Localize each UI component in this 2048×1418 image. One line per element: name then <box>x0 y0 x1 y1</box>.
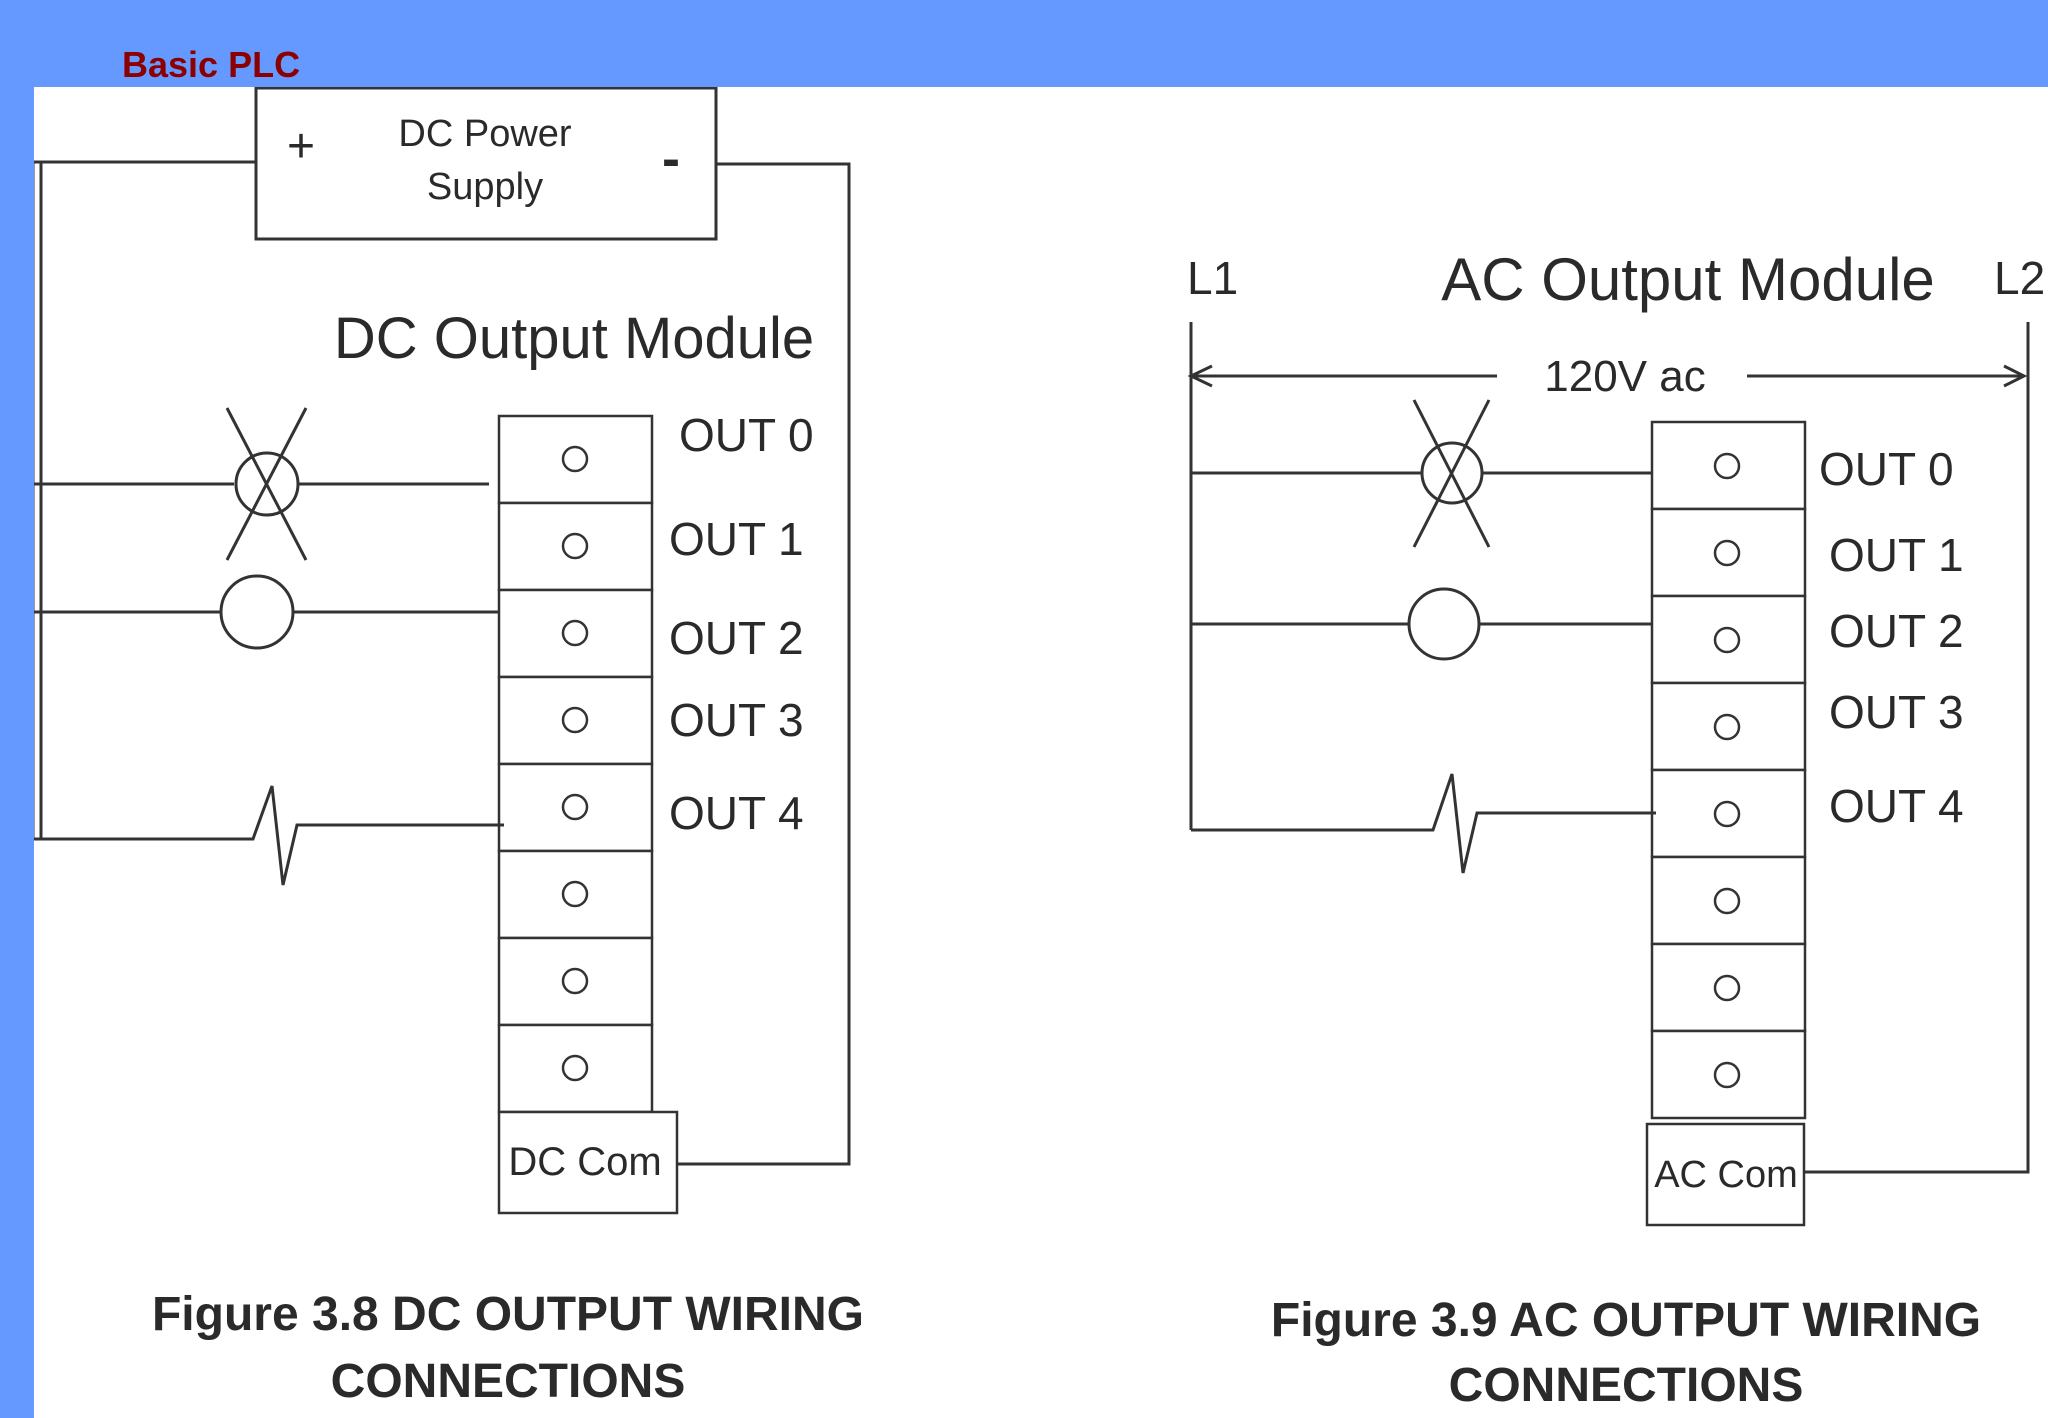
ac-output-label-0: OUT 0 <box>1819 443 1954 495</box>
lamp-icon <box>1191 399 1652 548</box>
dc-common-label: DC Com <box>508 1140 661 1184</box>
ac-common-terminal <box>1645 1122 1806 1227</box>
ac-output-label-4: OUT 4 <box>1829 780 1964 832</box>
coil-icon <box>1191 587 1652 661</box>
terminal-screw-icon <box>561 619 589 647</box>
l2-rail-to-common <box>1801 322 2030 1174</box>
wiring-diagram: + DC Power Supply - DC Output Module <box>34 87 2045 1412</box>
ac-figure-caption-line1: Figure 3.9 AC OUTPUT WIRING <box>1271 1294 1981 1347</box>
power-supply-label-line1: DC Power <box>398 113 571 155</box>
l2-label: L2 <box>1994 252 2045 304</box>
power-minus-sign: - <box>662 129 680 189</box>
ac-output-label-3: OUT 3 <box>1829 686 1964 738</box>
ac-output-label-1: OUT 1 <box>1829 529 1964 581</box>
terminal-screw-icon <box>1713 1061 1741 1089</box>
slide-title: Basic PLC <box>122 44 301 85</box>
dc-figure-caption-line2: CONNECTIONS <box>331 1355 686 1408</box>
dc-output-label-4: OUT 4 <box>669 787 804 839</box>
heater-load-icon <box>1191 773 1656 874</box>
dc-module-title: DC Output Module <box>334 306 814 371</box>
dc-common-terminal <box>497 1110 679 1215</box>
lamp-icon <box>34 407 489 561</box>
terminal-screw-icon <box>1713 539 1741 567</box>
ac-figure-caption-line2: CONNECTIONS <box>1449 1359 1804 1412</box>
terminal-screw-icon <box>561 1054 589 1082</box>
terminal-screw-icon <box>561 967 589 995</box>
voltage-label: 120V ac <box>1544 352 1705 401</box>
dc-terminal-strip: DC Com <box>497 414 679 1215</box>
terminal-screw-icon <box>561 793 589 821</box>
terminal-screw-icon <box>1713 887 1741 915</box>
terminal-screw-icon <box>561 532 589 560</box>
heater-load-icon <box>34 785 504 886</box>
dc-output-label-0: OUT 0 <box>679 409 814 461</box>
terminal-screw-icon <box>561 880 589 908</box>
ac-output-wiring-figure: L1 L2 AC Output Module 120V ac <box>1187 246 2045 1412</box>
l1-label: L1 <box>1187 252 1238 304</box>
dc-output-wiring-figure: + DC Power Supply - DC Output Module <box>34 87 864 1408</box>
power-plus-sign: + <box>287 120 315 173</box>
dc-output-label-1: OUT 1 <box>669 513 804 565</box>
diagram-canvas: + DC Power Supply - DC Output Module <box>34 87 2048 1418</box>
ac-terminal-strip: AC Com <box>1645 420 1807 1227</box>
terminal-screw-icon <box>1713 974 1741 1002</box>
negative-supply-wire <box>674 162 851 1166</box>
dc-output-label-2: OUT 2 <box>669 612 804 664</box>
header-bar <box>0 0 2048 87</box>
terminal-screw-icon <box>1713 713 1741 741</box>
terminal-screw-icon <box>1713 626 1741 654</box>
ac-output-label-2: OUT 2 <box>1829 605 1964 657</box>
dc-power-supply-box <box>254 87 718 241</box>
ac-common-label: AC Com <box>1654 1154 1798 1196</box>
dc-figure-caption-line1: Figure 3.8 DC OUTPUT WIRING <box>152 1288 864 1341</box>
terminal-screw-icon <box>561 706 589 734</box>
terminal-screw-icon <box>1713 452 1741 480</box>
dc-output-label-3: OUT 3 <box>669 694 804 746</box>
terminal-screw-icon <box>561 445 589 473</box>
power-supply-label-line2: Supply <box>427 166 543 208</box>
coil-icon <box>34 574 499 650</box>
ac-module-title: AC Output Module <box>1441 246 1935 313</box>
terminal-screw-icon <box>1713 800 1741 828</box>
